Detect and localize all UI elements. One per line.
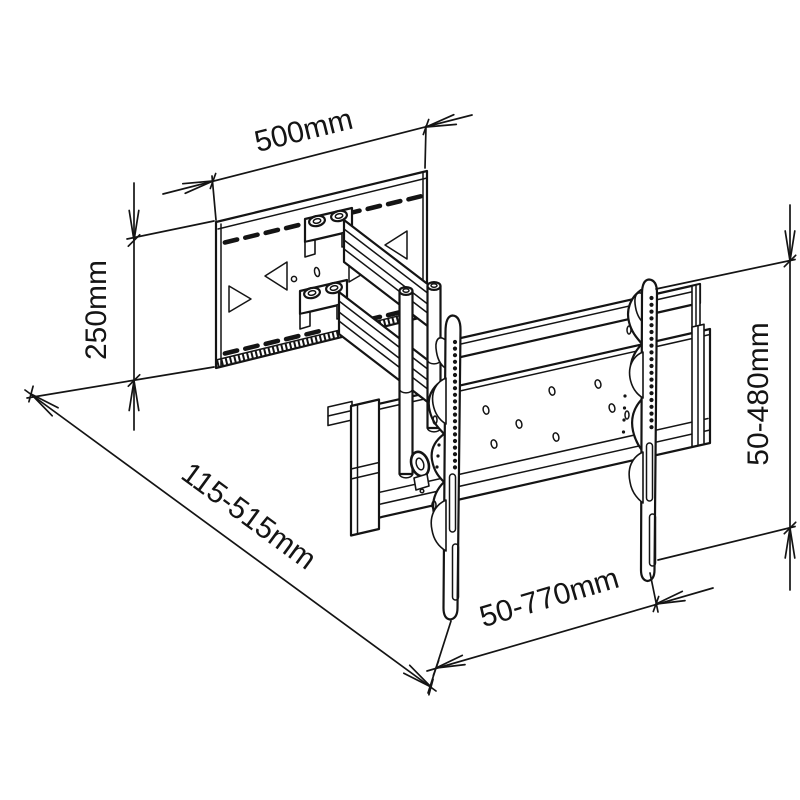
tension-knob <box>409 450 431 494</box>
right-rail-hole-dots <box>649 295 654 430</box>
tick <box>783 254 797 268</box>
upper-arm-pivot-pin <box>308 214 326 228</box>
tick <box>28 385 34 403</box>
left-vesa-rail <box>409 314 462 621</box>
tick <box>432 659 440 677</box>
tick <box>127 373 141 388</box>
left-rail-slot <box>451 543 460 601</box>
extension-line <box>655 258 796 290</box>
upper-arm <box>303 206 440 336</box>
dimension-vertical-range <box>655 204 797 591</box>
lower-arm-pivot-pin <box>325 281 343 295</box>
pivot-column-front <box>398 289 414 476</box>
upper-arm-pivot-pin <box>330 209 348 223</box>
right-rail-slot <box>645 442 654 502</box>
arrowhead <box>402 664 432 688</box>
left-rail-hole-dots <box>452 339 458 470</box>
extension-line <box>649 572 659 613</box>
right-rail-upper-clip <box>628 351 644 399</box>
left-rail-slot <box>448 473 457 533</box>
dimension-line <box>426 587 714 672</box>
dim-label-plate-height: 250mm <box>80 260 113 360</box>
dimension-line <box>24 389 437 692</box>
extension-line <box>26 366 215 399</box>
dim-label-horizontal-range: 50-770mm <box>476 562 623 634</box>
tick <box>127 233 141 248</box>
extension-line <box>126 220 215 240</box>
right-rail-bar <box>639 278 659 583</box>
right-rail-slot <box>648 513 657 567</box>
extension-line <box>657 525 796 561</box>
dimension-plate-width <box>162 113 473 221</box>
tick <box>209 172 217 190</box>
dim-label-vertical-range: 50-480mm <box>742 322 775 465</box>
dimension-plate-height <box>26 182 215 431</box>
plate-hole <box>290 275 298 283</box>
extension-line <box>424 125 427 169</box>
plate-bottom-flange-hatch <box>216 309 428 368</box>
left-rail-lower-clip <box>430 499 447 552</box>
dimension-line <box>162 114 473 195</box>
tick <box>652 595 660 613</box>
right-vesa-rail <box>621 278 659 583</box>
vesa-plate-holes <box>482 379 616 449</box>
dim-label-plate-width: 500mm <box>251 103 356 159</box>
left-rail-upper-clip <box>431 377 447 425</box>
right-rail-lower-clip <box>628 451 644 504</box>
tick <box>422 118 430 136</box>
dimension-extension-range <box>24 385 452 696</box>
dimension-horizontal-range <box>426 572 714 677</box>
plate-hole <box>313 266 321 278</box>
tick <box>428 678 434 696</box>
lower-arm-pivot-pin <box>303 286 321 300</box>
left-rail-top-hook <box>435 337 447 369</box>
tick <box>783 521 797 535</box>
